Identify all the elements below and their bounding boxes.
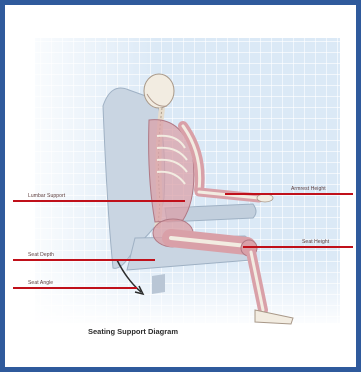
seat-height-label: Seat Height (302, 239, 329, 245)
diagram-caption: Seating Support Diagram (88, 327, 178, 336)
seat-angle-label: Seat Angle (28, 280, 53, 286)
seat-depth-label: Seat Depth (28, 252, 54, 258)
lumbar-support-label: Lumbar Support (28, 193, 65, 199)
armrest-height-label: Armrest Height (291, 186, 326, 192)
